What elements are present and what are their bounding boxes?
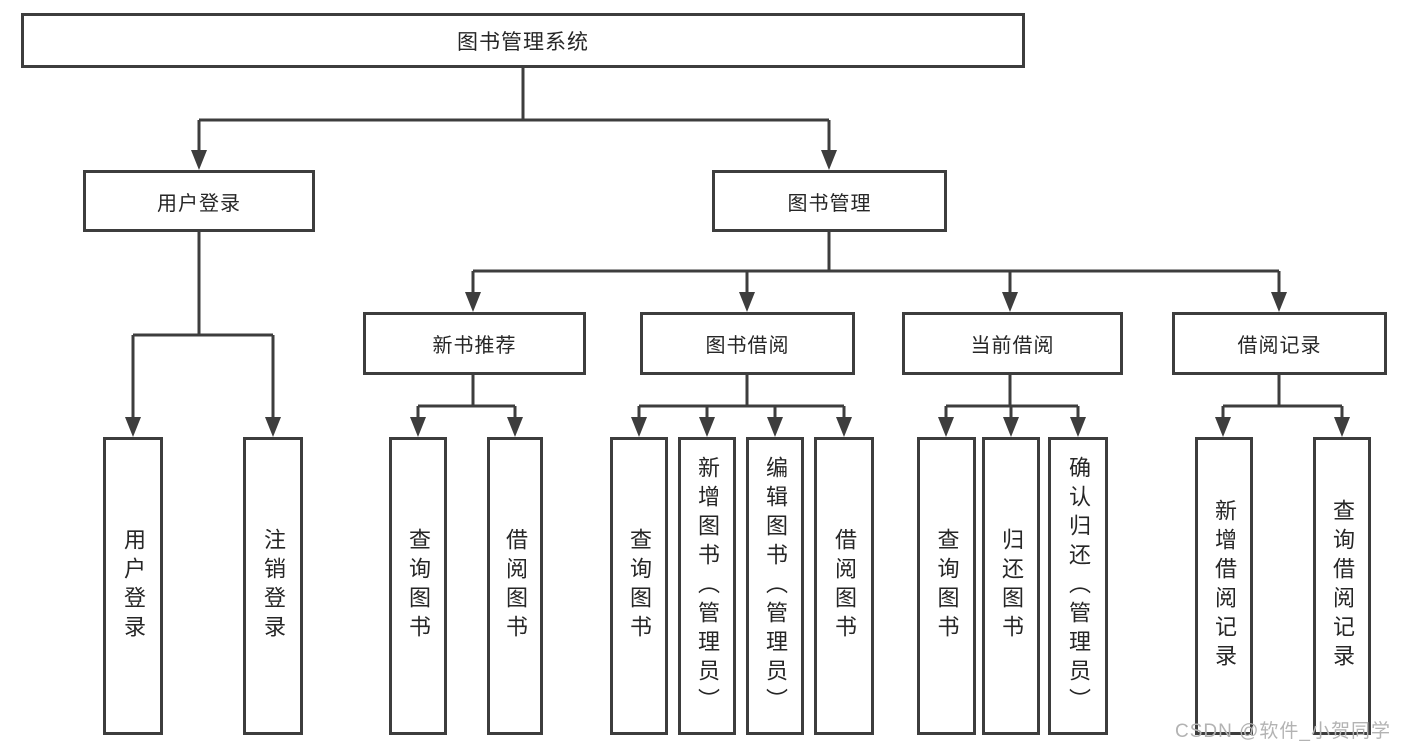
node-book-management: 图书管理 (712, 170, 947, 232)
node-root-library-management-system: 图书管理系统 (21, 13, 1025, 68)
leaf-add-borrow-record: 新增借阅记录 (1195, 437, 1253, 735)
node-borrowing-records: 借阅记录 (1172, 312, 1387, 375)
leaf-user-login: 用户登录 (103, 437, 163, 735)
leaf-query-books-borrowing: 查询图书 (610, 437, 668, 735)
node-user-login: 用户登录 (83, 170, 315, 232)
leaf-add-book-admin: 新增图书（管理员） (678, 437, 736, 735)
leaf-borrow-books: 借阅图书 (814, 437, 874, 735)
leaf-return-book: 归还图书 (982, 437, 1040, 735)
leaf-query-books-current: 查询图书 (917, 437, 976, 735)
leaf-borrow-books-recommend: 借阅图书 (487, 437, 543, 735)
leaf-edit-book-admin: 编辑图书（管理员） (746, 437, 804, 735)
leaf-query-borrow-record: 查询借阅记录 (1313, 437, 1371, 735)
node-current-borrowing: 当前借阅 (902, 312, 1123, 375)
node-new-book-recommendation: 新书推荐 (363, 312, 586, 375)
leaf-confirm-return-admin: 确认归还（管理员） (1048, 437, 1108, 735)
node-book-borrowing: 图书借阅 (640, 312, 855, 375)
csdn-watermark: CSDN @软件_小贺同学 (1175, 721, 1391, 742)
leaf-query-books-recommend: 查询图书 (389, 437, 447, 735)
leaf-logout: 注销登录 (243, 437, 303, 735)
